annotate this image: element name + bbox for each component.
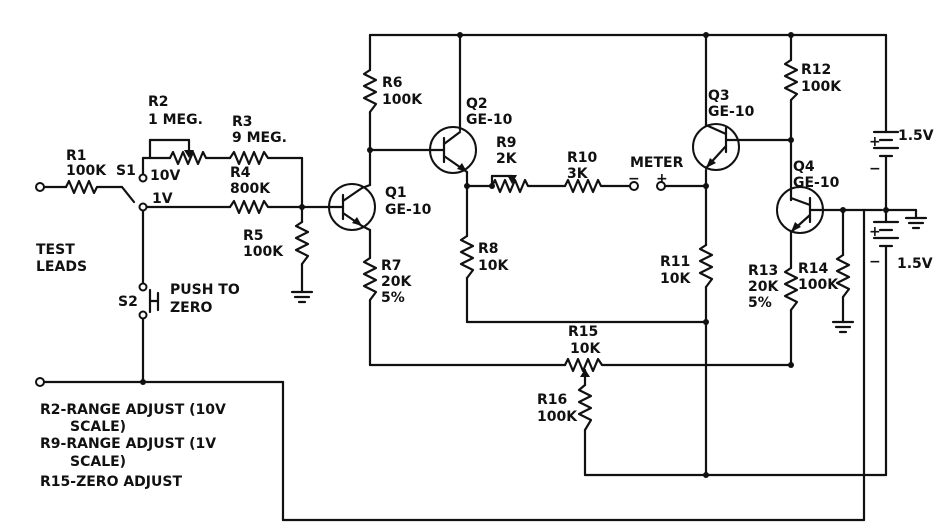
r5-resistor bbox=[294, 220, 310, 266]
battery-top-plus: + bbox=[869, 134, 881, 150]
r9-resistor bbox=[490, 178, 532, 194]
test-lead-terminal bbox=[35, 182, 45, 192]
battery-bottom-minus: − bbox=[869, 254, 881, 270]
battery-bottom-label: 1.5V bbox=[897, 256, 933, 272]
note-r9-scale: SCALE) bbox=[70, 454, 126, 470]
battery-top-minus: − bbox=[869, 161, 881, 177]
meter-plus-terminal bbox=[656, 181, 666, 191]
r2-resistor bbox=[168, 150, 210, 166]
note-r2: R2-RANGE ADJUST (10V bbox=[40, 402, 226, 418]
r4-resistor bbox=[228, 199, 274, 215]
test-lead-terminal bbox=[35, 377, 45, 387]
s1-1v-label: 1V bbox=[152, 191, 173, 207]
meter-minus-terminal bbox=[629, 181, 639, 191]
s1-label: S1 bbox=[116, 163, 136, 179]
ground-r5 bbox=[290, 290, 314, 304]
s2-label: S2 bbox=[118, 294, 138, 310]
note-r9: R9-RANGE ADJUST (1V bbox=[40, 436, 216, 452]
q3-transistor bbox=[692, 123, 740, 171]
wiper-arrows bbox=[184, 150, 590, 377]
r12-resistor bbox=[783, 58, 799, 102]
meter-plus-sign: + bbox=[656, 171, 668, 187]
q4-transistor bbox=[776, 186, 824, 234]
battery-top bbox=[872, 130, 900, 164]
ground-battery bbox=[904, 208, 928, 230]
ground-r14 bbox=[831, 320, 855, 334]
r13-resistor bbox=[783, 266, 799, 312]
note-r15: R15-ZERO ADJUST bbox=[40, 474, 182, 490]
ground-symbols bbox=[290, 208, 928, 334]
r10-resistor bbox=[563, 178, 606, 194]
meter-label: METER bbox=[630, 155, 684, 171]
r15-resistor bbox=[563, 357, 610, 373]
junctions bbox=[140, 32, 889, 478]
adjustment-notes: R2-RANGE ADJUST (10V SCALE) R9-RANGE ADJ… bbox=[40, 402, 226, 490]
battery-bottom-plus: + bbox=[869, 224, 881, 240]
r15-wiper-arrow bbox=[580, 369, 590, 377]
s1-switch bbox=[138, 173, 148, 212]
terminals bbox=[35, 181, 666, 387]
r9-wiper-arrow bbox=[507, 175, 517, 184]
battery-top-label: 1.5V bbox=[898, 128, 934, 144]
r14-resistor bbox=[835, 253, 851, 299]
q1-transistor bbox=[326, 183, 376, 232]
meter-minus-sign: − bbox=[628, 171, 640, 187]
s1-10v-label: 10V bbox=[150, 168, 180, 184]
r3-resistor bbox=[228, 150, 274, 166]
s2-switch bbox=[138, 282, 160, 320]
r11-resistor bbox=[698, 243, 714, 289]
r2-wiper-arrow bbox=[184, 150, 194, 158]
battery-bottom bbox=[872, 220, 900, 254]
r1-resistor bbox=[64, 179, 102, 195]
r7-resistor bbox=[362, 256, 378, 302]
r16-resistor bbox=[577, 383, 593, 432]
r6-resistor bbox=[362, 68, 378, 114]
resistors bbox=[64, 58, 851, 432]
q2-transistor bbox=[429, 126, 477, 174]
note-r2-scale: SCALE) bbox=[70, 419, 126, 435]
r8-resistor bbox=[459, 234, 475, 280]
